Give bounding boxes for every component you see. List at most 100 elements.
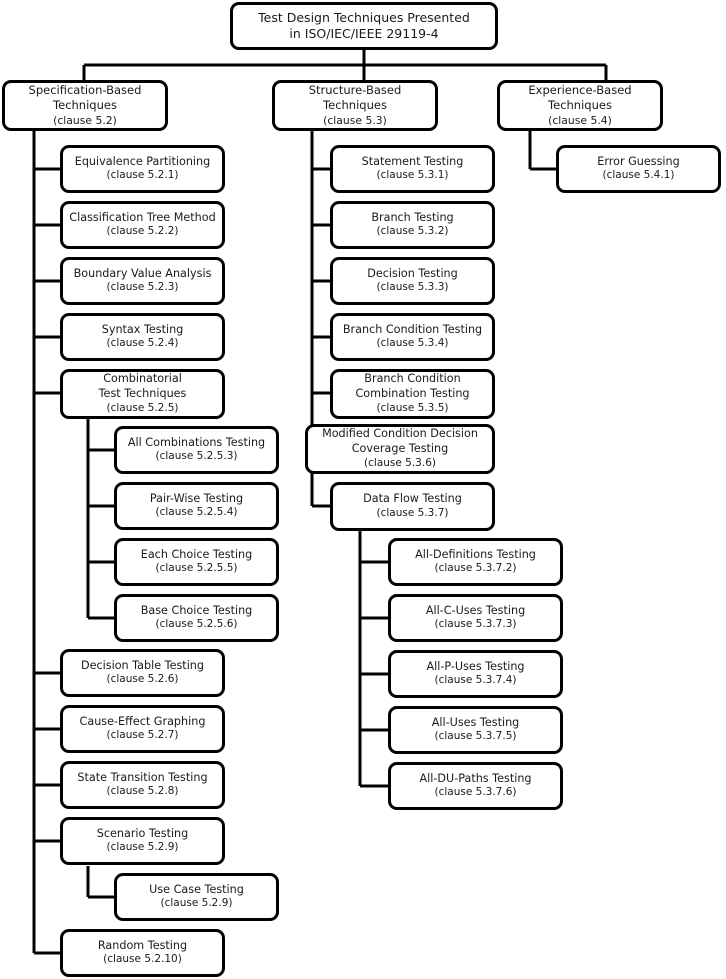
node-boundary-value-analysis[interactable]: Boundary Value Analysis (clause 5.2.3) [60,257,225,305]
node-data-flow-testing[interactable]: Data Flow Testing (clause 5.3.7) [330,482,495,531]
node-scenario-testing[interactable]: Scenario Testing (clause 5.2.9) [60,817,225,865]
node-title-line2: Coverage Testing [351,442,449,456]
node-title: Error Guessing [597,154,680,168]
node-clause: (clause 5.2.4) [106,337,179,350]
node-title: Data Flow Testing [363,492,462,506]
node-clause: (clause 5.2.3) [106,281,179,294]
node-experience-based-techniques[interactable]: Experience-Based Techniques (clause 5.4) [497,80,663,131]
node-clause: (clause 5.4) [548,113,612,127]
node-clause: (clause 5.2.5.5) [155,562,238,575]
node-title: Modified Condition Decision [322,427,478,441]
node-label-line1: Structure-Based [308,83,402,98]
node-clause: (clause 5.3.1) [376,169,449,182]
node-clause: (clause 5.2.10) [103,953,182,966]
node-title: State Transition Testing [77,770,208,784]
node-title: Branch Condition [364,372,461,386]
node-cause-effect-graphing[interactable]: Cause-Effect Graphing (clause 5.2.7) [60,705,225,753]
node-title: Cause-Effect Graphing [79,714,206,728]
node-title: Combinatorial [103,372,182,386]
node-all-du-paths-testing[interactable]: All-DU-Paths Testing (clause 5.3.7.6) [388,762,563,810]
node-clause: (clause 5.3.7.3) [434,618,517,631]
node-clause: (clause 5.2.7) [106,729,179,742]
node-clause: (clause 5.2.1) [106,169,179,182]
node-label-line1: Specification-Based [28,83,142,98]
node-title: Decision Table Testing [81,658,204,672]
node-clause: (clause 5.3.7.2) [434,562,517,575]
node-clause: (clause 5.3.7.4) [434,674,517,687]
node-clause: (clause 5.3.7.5) [434,730,517,743]
node-clause: (clause 5.2.5.4) [155,506,238,519]
node-all-uses-testing[interactable]: All-Uses Testing (clause 5.3.7.5) [388,706,563,754]
node-title: All-DU-Paths Testing [419,771,532,785]
node-clause: (clause 5.2.9) [160,897,233,910]
node-clause: (clause 5.2.9) [106,841,179,854]
node-state-transition-testing[interactable]: State Transition Testing (clause 5.2.8) [60,761,225,809]
node-clause: (clause 5.3.7.6) [434,786,517,799]
node-clause: (clause 5.2) [53,113,117,127]
node-label-line1: Experience-Based [528,83,632,98]
node-clause: (clause 5.2.6) [106,673,179,686]
node-structure-based-techniques[interactable]: Structure-Based Techniques (clause 5.3) [272,80,438,131]
node-label-line2: Techniques [548,98,612,113]
node-all-p-uses-testing[interactable]: All-P-Uses Testing (clause 5.3.7.4) [388,650,563,698]
node-title: Random Testing [97,938,188,952]
node-clause: (clause 5.3.4) [376,337,449,350]
node-clause: (clause 5.2.8) [106,785,179,798]
node-clause: (clause 5.2.5.3) [155,450,238,463]
node-syntax-testing[interactable]: Syntax Testing (clause 5.2.4) [60,313,225,361]
node-title: All-C-Uses Testing [425,603,526,617]
node-all-definitions-testing[interactable]: All-Definitions Testing (clause 5.3.7.2) [388,538,563,586]
node-label-line2: Techniques [53,98,117,113]
node-clause: (clause 5.2.5) [106,401,179,414]
node-branch-testing[interactable]: Branch Testing (clause 5.3.2) [330,201,495,249]
node-random-testing[interactable]: Random Testing (clause 5.2.10) [60,929,225,977]
node-equivalence-partitioning[interactable]: Equivalence Partitioning (clause 5.2.1) [60,145,225,193]
node-title: Use Case Testing [149,882,244,896]
node-title: Statement Testing [361,154,464,168]
node-title: Boundary Value Analysis [73,266,212,280]
node-label-line2: Techniques [323,98,387,113]
node-error-guessing[interactable]: Error Guessing (clause 5.4.1) [556,145,721,193]
node-title-line2: Combination Testing [355,387,470,401]
node-specification-based-techniques[interactable]: Specification-Based Techniques (clause 5… [2,80,168,131]
node-title: All-Uses Testing [431,715,520,729]
node-title-line2: Test Techniques [98,387,187,401]
node-clause: (clause 5.3.2) [376,225,449,238]
node-combinatorial-test-techniques[interactable]: Combinatorial Test Techniques (clause 5.… [60,369,225,419]
node-title: All-P-Uses Testing [426,659,525,673]
node-title: Base Choice Testing [140,603,253,617]
node-clause: (clause 5.2.5.6) [155,618,238,631]
node-modified-condition-decision-coverage-testing[interactable]: Modified Condition Decision Coverage Tes… [305,424,495,474]
node-clause: (clause 5.4.1) [602,169,675,182]
node-title: Syntax Testing [101,322,184,336]
node-decision-table-testing[interactable]: Decision Table Testing (clause 5.2.6) [60,649,225,697]
node-clause: (clause 5.3.7) [376,506,449,519]
node-title: All Combinations Testing [127,435,266,449]
node-root-line1: Test Design Techniques Presented [258,9,470,25]
node-title: Equivalence Partitioning [74,154,211,168]
node-root-line2: in ISO/IEC/IEEE 29119-4 [289,26,439,41]
node-clause: (clause 5.3.5) [376,401,449,414]
node-decision-testing[interactable]: Decision Testing (clause 5.3.3) [330,257,495,305]
node-statement-testing[interactable]: Statement Testing (clause 5.3.1) [330,145,495,193]
node-pair-wise-testing[interactable]: Pair-Wise Testing (clause 5.2.5.4) [114,482,279,530]
node-root[interactable]: Test Design Techniques Presented in ISO/… [230,2,498,50]
node-title: All-Definitions Testing [415,547,536,561]
node-title: Decision Testing [367,266,458,280]
node-branch-condition-testing[interactable]: Branch Condition Testing (clause 5.3.4) [330,313,495,361]
node-all-combinations-testing[interactable]: All Combinations Testing (clause 5.2.5.3… [114,426,279,474]
node-classification-tree-method[interactable]: Classification Tree Method (clause 5.2.2… [60,201,225,249]
node-title: Branch Condition Testing [342,322,483,336]
node-clause: (clause 5.3) [323,113,387,127]
node-each-choice-testing[interactable]: Each Choice Testing (clause 5.2.5.5) [114,538,279,586]
node-use-case-testing[interactable]: Use Case Testing (clause 5.2.9) [114,873,279,921]
node-all-c-uses-testing[interactable]: All-C-Uses Testing (clause 5.3.7.3) [388,594,563,642]
node-clause: (clause 5.2.2) [106,225,179,238]
node-title: Classification Tree Method [69,210,216,224]
node-title: Each Choice Testing [140,547,253,561]
node-base-choice-testing[interactable]: Base Choice Testing (clause 5.2.5.6) [114,594,279,642]
node-title: Pair-Wise Testing [149,491,244,505]
node-branch-condition-combination-testing[interactable]: Branch Condition Combination Testing (cl… [330,369,495,419]
node-clause: (clause 5.3.6) [364,456,436,469]
